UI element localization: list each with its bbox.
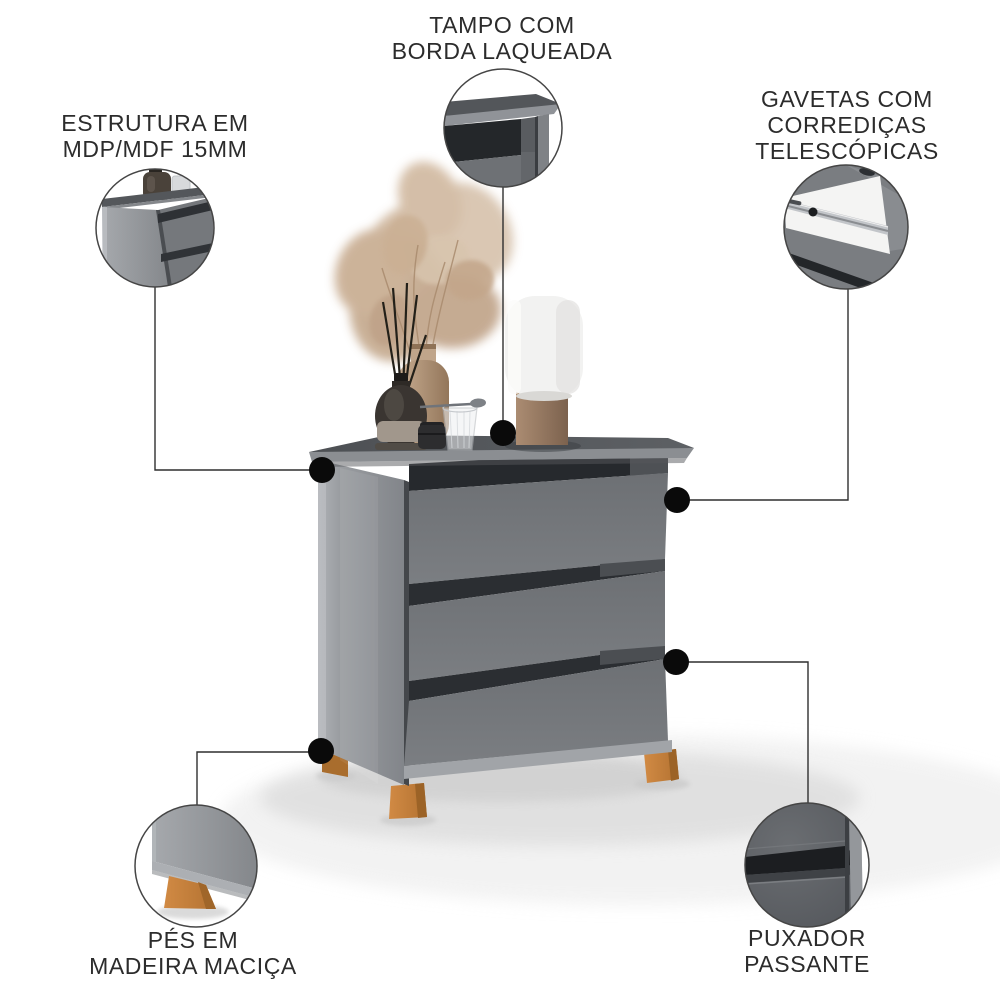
decor <box>334 161 583 452</box>
connector-pes <box>196 751 321 805</box>
diffuser-bottle <box>375 373 427 450</box>
detail-circle-pes <box>134 804 258 928</box>
label-line: BORDA LAQUEADA <box>391 38 613 64</box>
side-panel-sheen <box>340 468 378 784</box>
table-lamp <box>505 296 583 452</box>
pampas-stems <box>381 239 459 353</box>
detail-circle-estrutura <box>95 168 215 288</box>
callout-dot <box>308 738 334 764</box>
label-line: CORREDIÇAS <box>767 112 927 138</box>
callout-dot <box>663 649 689 675</box>
label-gavetas: GAVETAS COM CORREDIÇAS TELESCÓPICAS <box>707 86 987 164</box>
connectors <box>154 187 849 805</box>
side-panel-highlight <box>318 460 326 750</box>
lid-edge <box>309 448 694 462</box>
black-box <box>418 422 446 449</box>
label-line: PASSANTE <box>744 951 870 977</box>
label-line: PÉS EM <box>147 927 239 953</box>
label-line: ESTRUTURA EM <box>61 110 249 136</box>
detail-circle-gavetas <box>783 164 909 290</box>
label-puxador: PUXADOR PASSANTE <box>667 925 947 977</box>
connector-estrutura <box>154 287 322 471</box>
label-tampo: TAMPO COM BORDA LAQUEADA <box>362 12 642 64</box>
connector-gavetas <box>677 289 849 501</box>
spoon <box>419 398 486 409</box>
dresser <box>309 435 694 826</box>
connector-puxador <box>676 661 809 803</box>
front-edge <box>404 480 409 786</box>
label-line: GAVETAS COM <box>761 86 933 112</box>
gavetas-detail-art <box>784 165 908 289</box>
label-line: MDP/MDF 15MM <box>62 136 248 162</box>
label-line: MADEIRA MACIÇA <box>89 953 297 979</box>
side-panel <box>318 460 404 785</box>
drawer-1 <box>409 473 668 584</box>
label-pes: PÉS EM MADEIRA MACIÇA <box>53 927 333 979</box>
detail-circle-tampo <box>443 68 563 188</box>
lid-under-shadow <box>312 458 687 467</box>
label-line: PUXADOR <box>748 925 866 951</box>
label-line: TAMPO COM <box>429 12 575 38</box>
drawer-3 <box>404 659 668 766</box>
estrutura-detail-art <box>102 169 214 287</box>
puxador-detail-art <box>745 804 869 926</box>
glass-cup <box>442 403 478 451</box>
callout-dot <box>490 420 516 446</box>
wood-foot-front-left-side <box>415 783 427 818</box>
tampo-detail-art <box>444 94 561 187</box>
detail-circle-puxador <box>744 802 870 928</box>
callout-dot <box>664 487 690 513</box>
callout-dots <box>308 420 690 764</box>
label-line: TELESCÓPICAS <box>755 138 939 164</box>
pes-detail-art <box>152 805 257 919</box>
label-estrutura: ESTRUTURA EM MDP/MDF 15MM <box>15 110 295 162</box>
drawer-gap-inner <box>600 646 665 665</box>
callout-dot <box>309 457 335 483</box>
drawer-gap-inner <box>600 559 665 577</box>
wood-foot-front-right-side <box>668 749 679 781</box>
bottom-rail <box>404 740 672 779</box>
